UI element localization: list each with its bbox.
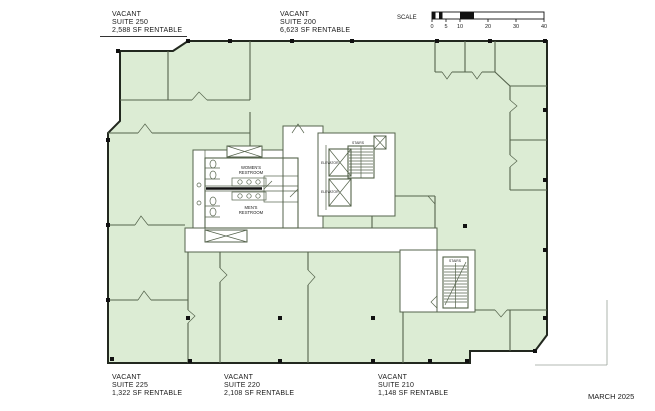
core-stairs (347, 145, 375, 179)
stairs-bottom-right: STAIRS (442, 256, 469, 309)
suite-220-number: SUITE 220 (224, 382, 260, 389)
terrace-outline (535, 300, 608, 366)
suite-225-area: 1,322 SF RENTABLE (112, 390, 182, 397)
scale-tick-20: 20 (485, 24, 491, 30)
core-shaft-hatch (373, 135, 387, 150)
mens-restroom-label-2: RESTROOM (239, 210, 264, 215)
scale-tick-40: 40 (541, 24, 547, 30)
stairs-br-label: STAIRS (449, 259, 462, 263)
suite-labels: VACANT SUITE 250 2,588 SF RENTABLE VACAN… (100, 11, 448, 397)
elevator-core: STAIRS ELEVATOR ELEVATOR (321, 135, 387, 210)
suite-210-vacant: VACANT (378, 374, 408, 381)
scale-tick-10: 10 (457, 24, 463, 30)
suite-200-vacant: VACANT (280, 11, 310, 18)
scale-label: SCALE (397, 15, 417, 21)
womens-restroom-label-2: RESTROOM (239, 170, 264, 175)
scale-tick-0: 0 (430, 24, 433, 30)
plan-date: MARCH 2025 (588, 392, 634, 401)
scale-bar: SCALE 0 5 10 20 30 40 (397, 11, 547, 30)
interior-walls (108, 41, 547, 363)
elevator-2 (328, 178, 352, 207)
suite-210-number: SUITE 210 (378, 382, 414, 389)
mens-restroom-label: MEN'S (245, 205, 258, 210)
label-suite-220: VACANT SUITE 220 2,108 SF RENTABLE (224, 374, 294, 397)
suite-250-area: 2,588 SF RENTABLE (112, 27, 182, 34)
scale-tick-5: 5 (444, 24, 447, 30)
suite-200-area: 6,623 SF RENTABLE (280, 27, 350, 34)
elevator-1-label: ELEVATOR (321, 161, 339, 165)
corridor-south (399, 249, 438, 313)
suite-250-number: SUITE 250 (112, 19, 148, 26)
scale-tick-30: 30 (513, 24, 519, 30)
womens-restroom-label: WOMEN'S (241, 165, 261, 170)
label-suite-210: VACANT SUITE 210 1,148 SF RENTABLE (378, 374, 448, 397)
suite-210-area: 1,148 SF RENTABLE (378, 390, 448, 397)
shaft-hatch-bottom (204, 229, 248, 243)
door-marks (134, 71, 518, 324)
elevator-lobby (282, 125, 324, 233)
suite-225-vacant: VACANT (112, 374, 142, 381)
suite-200-number: SUITE 200 (280, 19, 316, 26)
elevator-2-label: ELEVATOR (321, 190, 339, 194)
suite-225-number: SUITE 225 (112, 382, 148, 389)
suite-220-vacant: VACANT (224, 374, 254, 381)
stairs-core-label: STAIRS (352, 141, 365, 145)
restrooms: WOMEN'S RESTROOM MEN'S RESTROOM (196, 145, 299, 243)
suite-250-vacant: VACANT (112, 11, 142, 18)
shaft-hatch-top (226, 145, 263, 158)
suite-220-area: 2,108 SF RENTABLE (224, 390, 294, 397)
elevator-1 (328, 148, 352, 177)
label-suite-200: VACANT SUITE 200 6,623 SF RENTABLE (280, 11, 350, 34)
label-suite-250: VACANT SUITE 250 2,588 SF RENTABLE (100, 11, 187, 37)
label-suite-225: VACANT SUITE 225 1,322 SF RENTABLE (112, 374, 182, 397)
columns (106, 39, 547, 363)
